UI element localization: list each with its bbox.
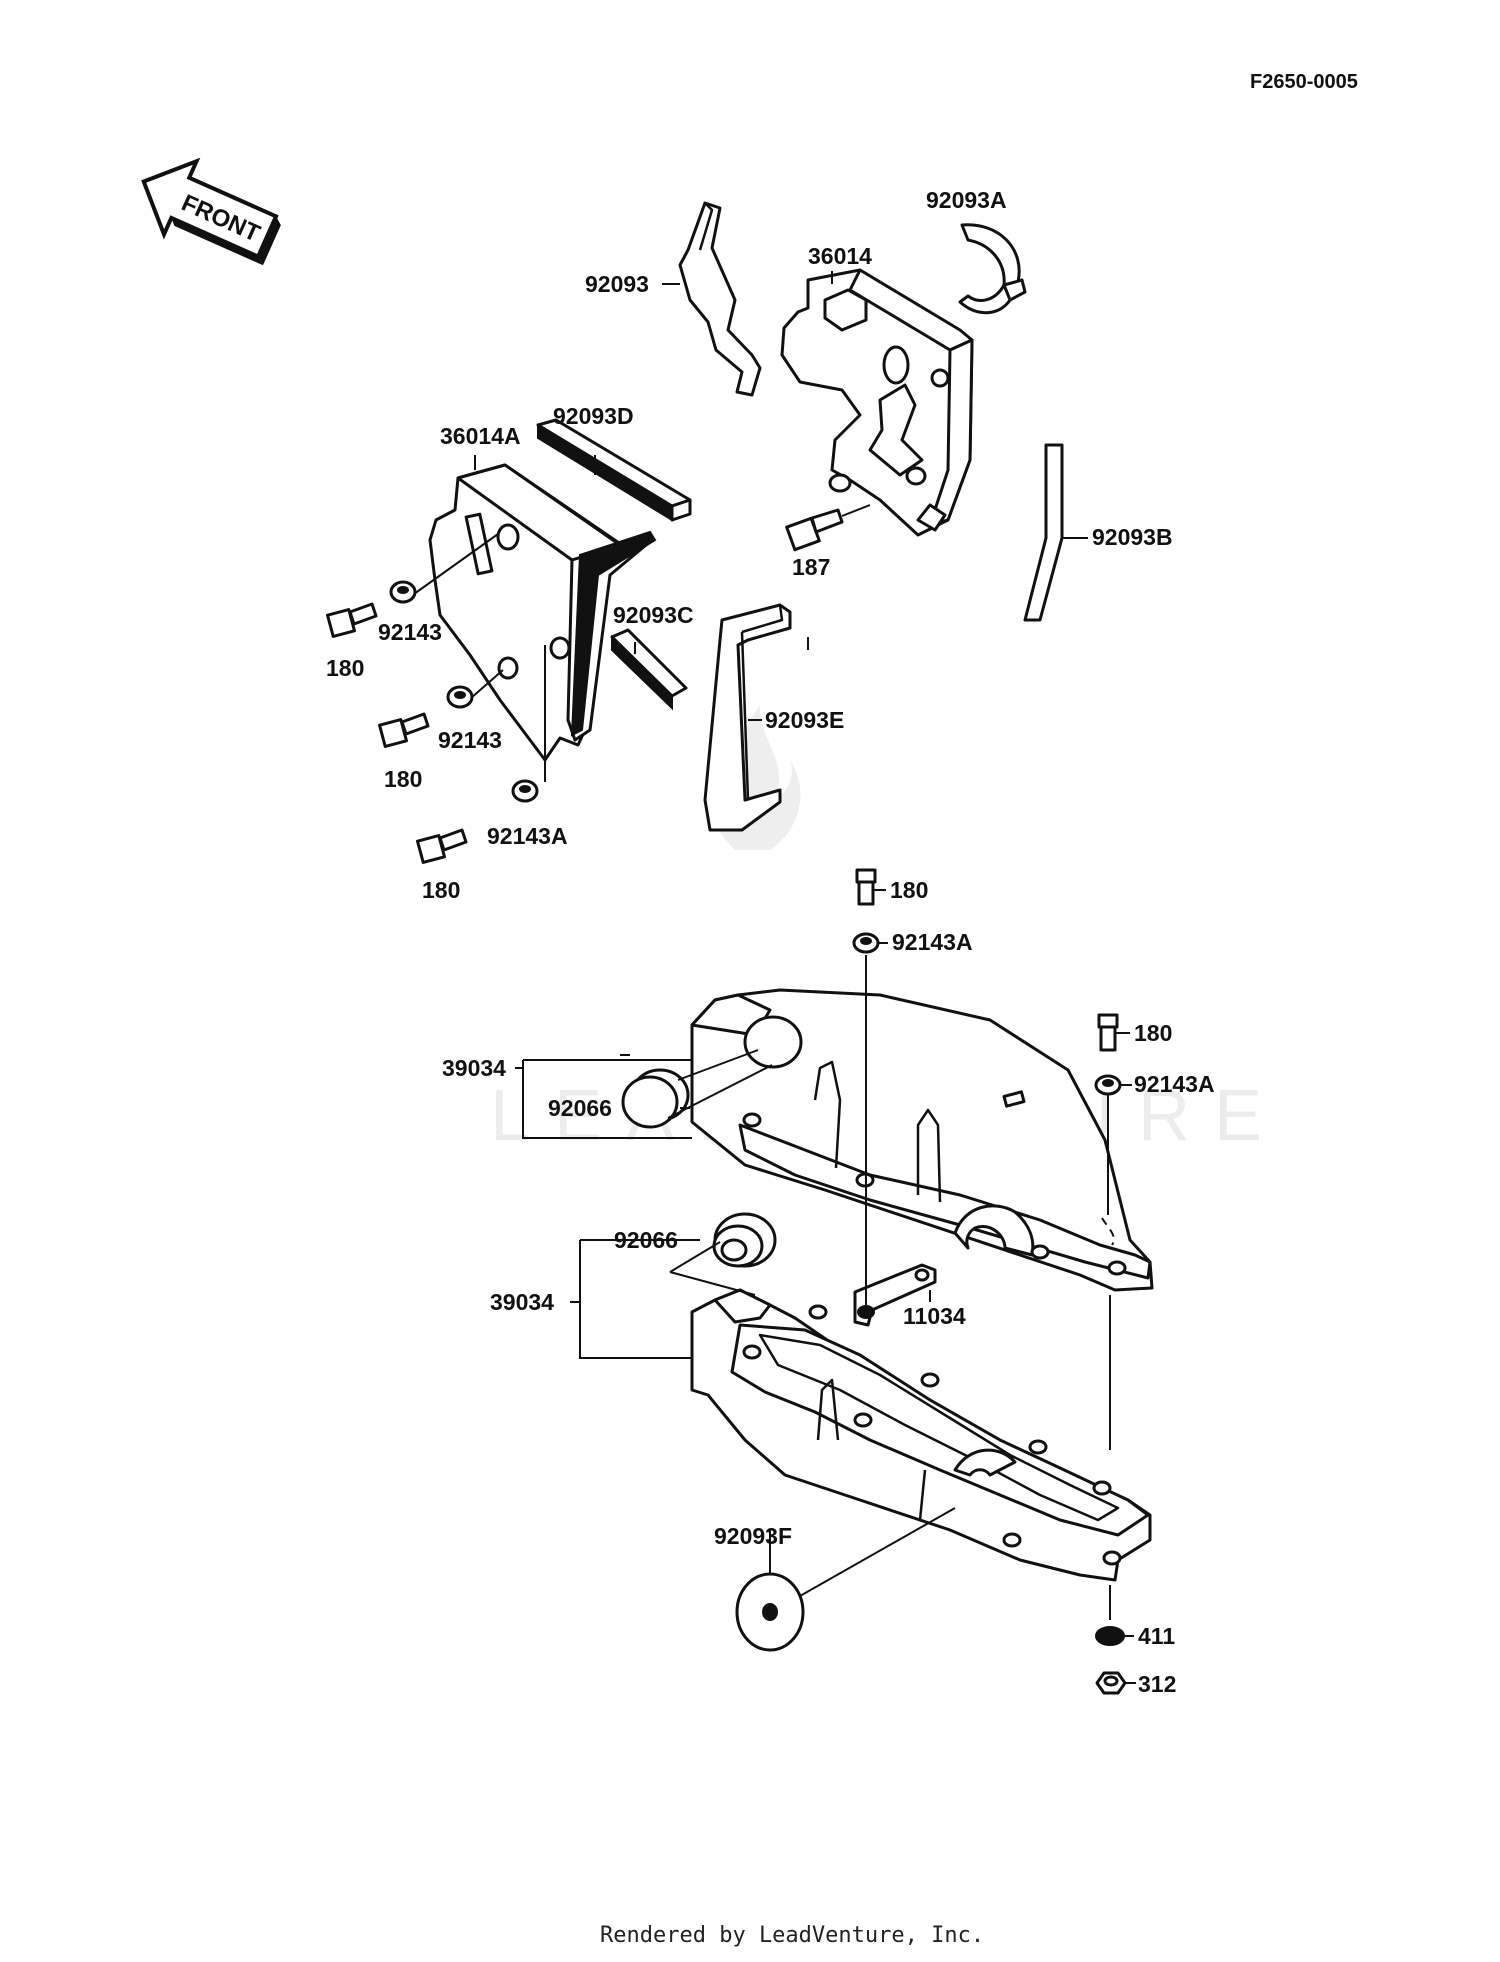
part-180-bolt-a[interactable]: [326, 602, 378, 638]
part-92093c-strip[interactable]: [610, 628, 688, 711]
diagram-id: F2650-0005: [1250, 71, 1358, 93]
label-92066-b[interactable]: 92066: [614, 1227, 678, 1253]
leader-lines: [474, 271, 1088, 1574]
label-180-d[interactable]: 180: [890, 877, 928, 903]
part-92143-washer-b[interactable]: [446, 669, 504, 709]
label-92093b[interactable]: 92093B: [1092, 524, 1173, 550]
part-92093b-strip[interactable]: [1023, 443, 1064, 622]
part-labels: 92093 92093A 36014 36014A 92093D 187 920…: [326, 187, 1215, 1697]
label-180-a[interactable]: 180: [326, 655, 364, 681]
label-92143a-a[interactable]: 92143A: [487, 823, 568, 849]
label-180-b[interactable]: 180: [384, 766, 422, 792]
footer-credit: Rendered by LeadVenture, Inc.: [600, 1923, 984, 1948]
front-arrow-icon: FRONT: [141, 157, 281, 266]
part-92066-grommet-lower[interactable]: [712, 1212, 777, 1268]
label-36014[interactable]: 36014: [808, 243, 872, 269]
label-92093f[interactable]: 92093F: [714, 1523, 792, 1549]
label-11034[interactable]: 11034: [903, 1303, 966, 1329]
part-92143a-washer-c[interactable]: [1094, 1074, 1132, 1620]
label-39034-b[interactable]: 39034: [490, 1289, 554, 1315]
label-92143a-c[interactable]: 92143A: [1134, 1071, 1215, 1097]
label-92093[interactable]: 92093: [585, 271, 649, 297]
part-92143a-washer-a[interactable]: [511, 645, 546, 803]
part-11034-bracket[interactable]: [853, 1263, 937, 1327]
label-39034-a[interactable]: 39034: [442, 1055, 506, 1081]
part-39034-lower-case[interactable]: [669, 1241, 1152, 1582]
label-92093a[interactable]: 92093A: [926, 187, 1007, 213]
part-92093-gasket[interactable]: [678, 201, 762, 397]
part-180-bolt-c[interactable]: [416, 828, 468, 864]
part-92093d-strip[interactable]: [536, 418, 692, 522]
part-92093a-ring[interactable]: [958, 223, 1027, 315]
part-180-bolt-b[interactable]: [378, 712, 430, 748]
part-92066-plug-upper[interactable]: [621, 1049, 773, 1129]
label-92143a-b[interactable]: 92143A: [892, 929, 973, 955]
label-92143-b[interactable]: 92143: [438, 727, 502, 753]
part-180-bolt-e[interactable]: [1097, 1013, 1130, 1052]
label-92143-a[interactable]: 92143: [378, 619, 442, 645]
part-92143a-washer-b[interactable]: [852, 932, 888, 1310]
part-92093e-gasket[interactable]: [703, 603, 792, 832]
label-92093c[interactable]: 92093C: [613, 602, 694, 628]
label-36014a[interactable]: 36014A: [440, 423, 521, 449]
part-36014-cover[interactable]: [780, 268, 974, 537]
label-312[interactable]: 312: [1138, 1671, 1176, 1697]
label-187[interactable]: 187: [792, 554, 830, 580]
label-180-c[interactable]: 180: [422, 877, 460, 903]
part-312-nut[interactable]: [1095, 1671, 1136, 1695]
label-411[interactable]: 411: [1138, 1623, 1175, 1649]
part-187-bolt[interactable]: [785, 504, 871, 552]
label-180-e[interactable]: 180: [1134, 1020, 1172, 1046]
label-92093d[interactable]: 92093D: [553, 403, 634, 429]
part-411-washer[interactable]: [1095, 1626, 1134, 1646]
part-36014a-cover[interactable]: [428, 463, 657, 762]
part-180-bolt-d[interactable]: [855, 868, 886, 906]
part-39034-upper-case[interactable]: [690, 988, 1154, 1292]
label-92066-a[interactable]: 92066: [548, 1095, 612, 1121]
label-92093e[interactable]: 92093E: [765, 707, 844, 733]
part-92143-washer-a[interactable]: [389, 533, 499, 604]
